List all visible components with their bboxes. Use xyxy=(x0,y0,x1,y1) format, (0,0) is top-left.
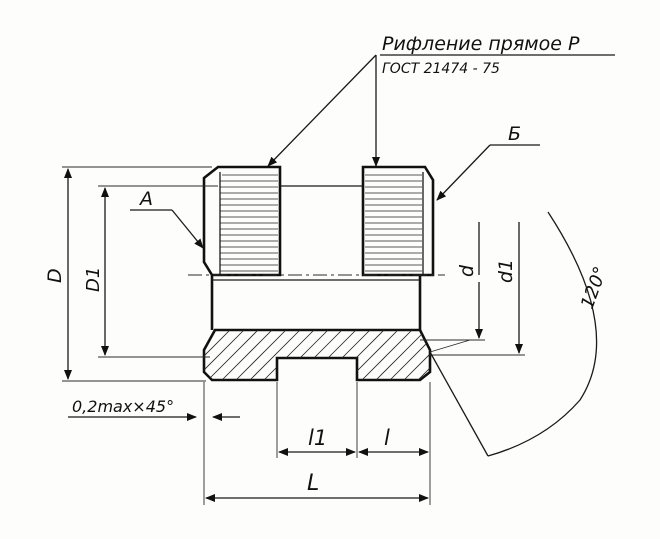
leader-a: А xyxy=(130,188,204,249)
knurl-hatching-left xyxy=(219,172,278,275)
label-l1: l1 xyxy=(308,426,327,450)
dimension-d1: d1 xyxy=(430,222,525,356)
label-d: d xyxy=(456,264,478,277)
dimension-D1: D1 xyxy=(83,185,218,358)
section-hatching xyxy=(204,330,430,380)
chamfer-callout: 0,2max×45° xyxy=(68,397,240,421)
angle-120: 120° xyxy=(429,211,612,457)
knurl-callout: Рифление прямое Р ГОСТ 21474 - 75 xyxy=(267,33,615,167)
knurl-hatching-right xyxy=(365,172,424,275)
label-chamfer: 0,2max×45° xyxy=(72,397,174,416)
part-outline xyxy=(188,165,445,382)
knurl-label-line2: ГОСТ 21474 - 75 xyxy=(382,61,500,77)
dimension-L: L xyxy=(205,471,429,502)
label-D: D xyxy=(44,268,66,283)
leader-b: Б xyxy=(436,123,540,201)
dimension-D: D xyxy=(44,166,212,382)
label-l: l xyxy=(384,426,390,450)
dimension-d: d xyxy=(420,222,485,341)
label-a: А xyxy=(138,188,153,210)
bottom-extension-lines xyxy=(203,382,431,505)
label-d1: d1 xyxy=(495,259,517,283)
label-b: Б xyxy=(508,123,521,145)
label-angle: 120° xyxy=(577,264,612,312)
label-L: L xyxy=(307,471,319,496)
knurl-label-line1: Рифление прямое Р xyxy=(382,33,580,55)
label-D1: D1 xyxy=(83,267,104,292)
dimension-l1-l: l1 l xyxy=(278,426,429,456)
